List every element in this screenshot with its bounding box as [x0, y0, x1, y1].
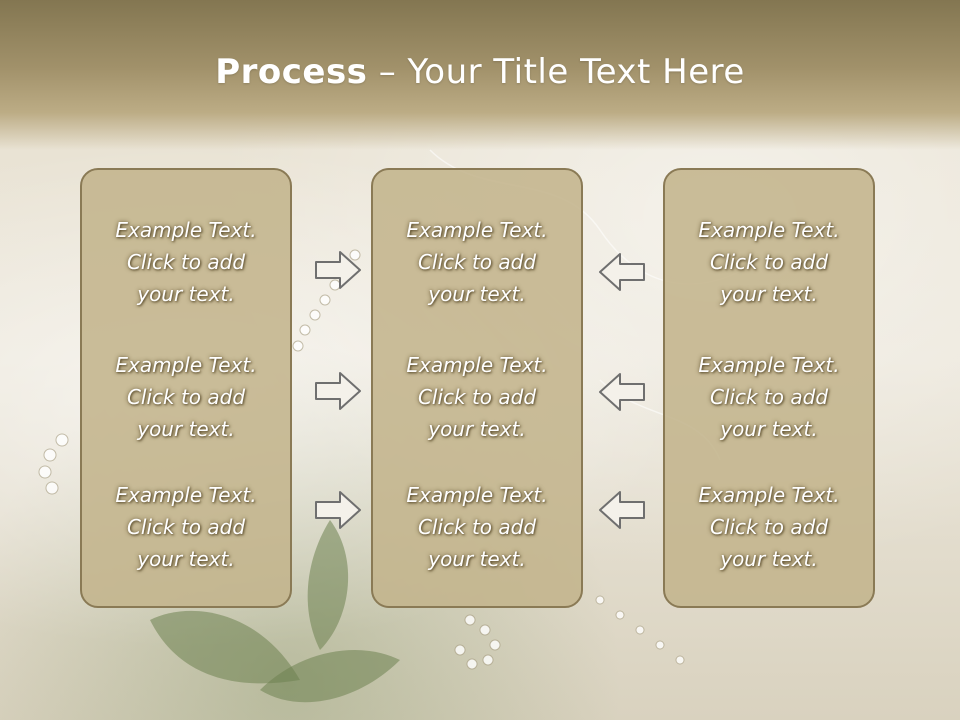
- text-line: Click to add: [417, 385, 537, 409]
- text-line: Example Text.: [406, 483, 548, 507]
- text-line: Click to add: [709, 385, 829, 409]
- text-line: your text.: [720, 282, 818, 306]
- text-line: Example Text.: [406, 218, 548, 242]
- text-line: Example Text.: [698, 353, 840, 377]
- text-line: Example Text.: [115, 218, 257, 242]
- title-bar: [0, 0, 960, 150]
- process-box-3[interactable]: Example Text. Click to add your text. Ex…: [663, 168, 875, 608]
- text-placeholder[interactable]: Example Text. Click to add your text.: [665, 214, 873, 310]
- text-line: Example Text.: [698, 218, 840, 242]
- arrow-left-icon[interactable]: [598, 252, 646, 292]
- text-line: Example Text.: [698, 483, 840, 507]
- text-placeholder[interactable]: Example Text. Click to add your text.: [373, 214, 581, 310]
- text-line: Click to add: [417, 250, 537, 274]
- text-line: your text.: [720, 547, 818, 571]
- text-placeholder[interactable]: Example Text. Click to add your text.: [82, 479, 290, 575]
- title-rest: – Your Title Text Here: [367, 52, 745, 92]
- text-line: your text.: [428, 282, 526, 306]
- text-line: Example Text.: [115, 483, 257, 507]
- text-line: your text.: [137, 417, 235, 441]
- text-line: Click to add: [709, 250, 829, 274]
- text-line: your text.: [428, 417, 526, 441]
- text-line: Click to add: [126, 515, 246, 539]
- arrow-right-icon[interactable]: [314, 371, 362, 411]
- text-line: Click to add: [126, 385, 246, 409]
- text-line: Click to add: [417, 515, 537, 539]
- arrow-left-icon[interactable]: [598, 490, 646, 530]
- text-line: your text.: [137, 282, 235, 306]
- text-line: your text.: [428, 547, 526, 571]
- text-line: Click to add: [126, 250, 246, 274]
- text-line: Example Text.: [115, 353, 257, 377]
- arrow-left-icon[interactable]: [598, 372, 646, 412]
- text-line: Example Text.: [406, 353, 548, 377]
- text-line: your text.: [137, 547, 235, 571]
- text-placeholder[interactable]: Example Text. Click to add your text.: [665, 349, 873, 445]
- text-placeholder[interactable]: Example Text. Click to add your text.: [373, 349, 581, 445]
- title-bold: Process: [215, 52, 368, 92]
- process-box-2[interactable]: Example Text. Click to add your text. Ex…: [371, 168, 583, 608]
- text-placeholder[interactable]: Example Text. Click to add your text.: [665, 479, 873, 575]
- slide-title[interactable]: Process – Your Title Text Here: [0, 52, 960, 92]
- text-placeholder[interactable]: Example Text. Click to add your text.: [82, 349, 290, 445]
- text-placeholder[interactable]: Example Text. Click to add your text.: [82, 214, 290, 310]
- text-placeholder[interactable]: Example Text. Click to add your text.: [373, 479, 581, 575]
- arrow-right-icon[interactable]: [314, 490, 362, 530]
- arrow-right-icon[interactable]: [314, 250, 362, 290]
- text-line: your text.: [720, 417, 818, 441]
- text-line: Click to add: [709, 515, 829, 539]
- process-box-1[interactable]: Example Text. Click to add your text. Ex…: [80, 168, 292, 608]
